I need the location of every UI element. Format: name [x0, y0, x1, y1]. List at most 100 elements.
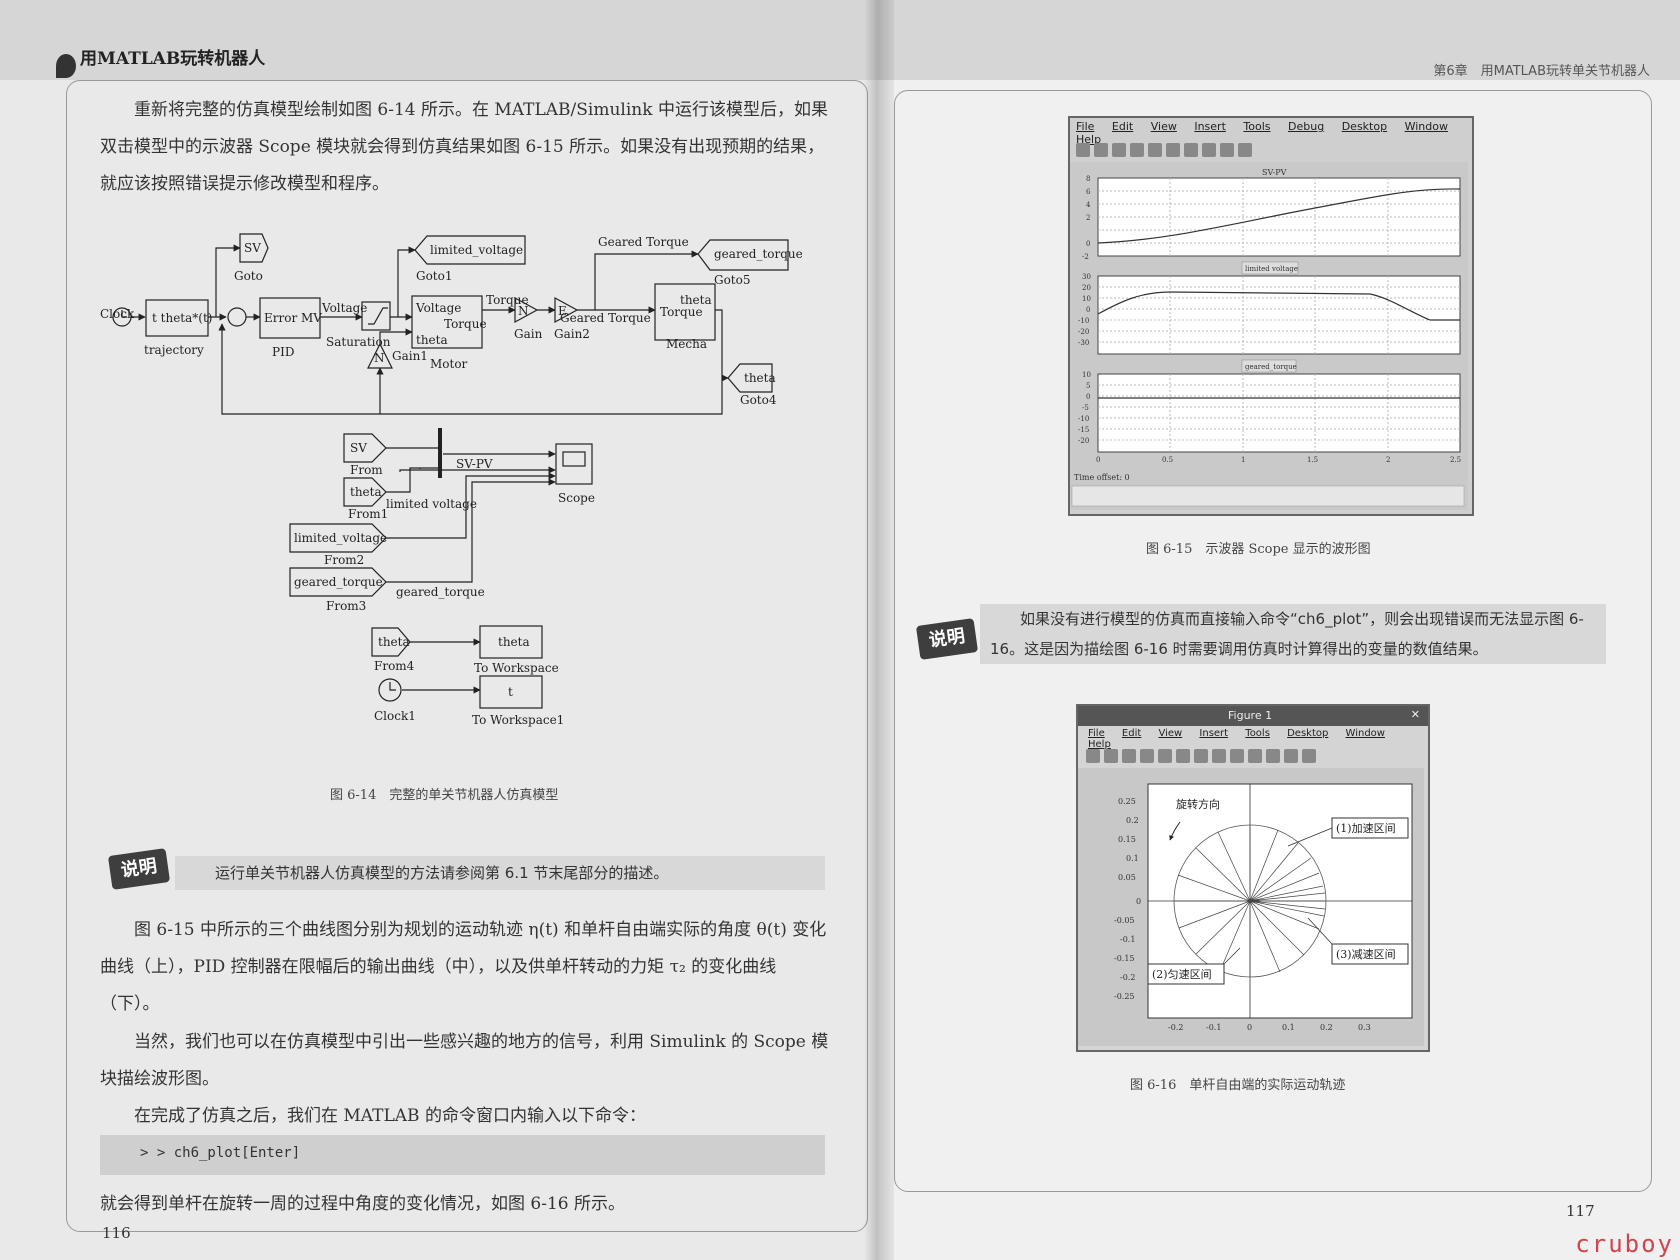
datacursor-icon[interactable] [1248, 749, 1262, 763]
ytick: -10 [1078, 317, 1089, 325]
scope-menu-file[interactable]: File [1076, 120, 1095, 133]
scope-menu-edit[interactable]: Edit [1111, 120, 1134, 133]
figure1-window: Figure 1 ✕ File Edit View Insert Tools D… [1076, 704, 1430, 1052]
label-gain1-symbol: N [374, 351, 385, 365]
paragraph-4: 在完成了仿真之后，我们在 MATLAB 的命令窗口内输入以下命令： [134, 1106, 646, 1126]
ytick: 0 [1136, 897, 1141, 906]
close-icon[interactable]: ✕ [1410, 708, 1420, 721]
signal-select-icon[interactable] [1238, 143, 1252, 157]
fig-menu-edit[interactable]: Edit [1121, 728, 1142, 739]
ytick: -5 [1082, 404, 1089, 412]
label-gain-symbol: N [518, 304, 529, 318]
label-gain: Gain [514, 327, 543, 341]
label-mecha: Mecha [666, 337, 707, 351]
zoom-y-icon[interactable] [1148, 143, 1162, 157]
scope-menu-window[interactable]: Window [1404, 120, 1448, 133]
scope-menu-desktop[interactable]: Desktop [1341, 120, 1388, 133]
ytick: -20 [1078, 437, 1089, 445]
rotate-icon[interactable] [1230, 749, 1244, 763]
label-motor: Motor [430, 357, 468, 371]
ytick: 10 [1082, 371, 1091, 379]
code-command: > > ch6_plot[Enter] [140, 1145, 301, 1161]
label-from: From [350, 463, 383, 477]
legend-icon[interactable] [1302, 749, 1316, 763]
new-icon[interactable] [1086, 749, 1100, 763]
zoom-x-icon[interactable] [1130, 143, 1144, 157]
save-axes-icon[interactable] [1184, 143, 1198, 157]
print-icon[interactable] [1140, 749, 1154, 763]
right-note-band [980, 604, 1606, 664]
uniform-label: (2)匀速区间 [1152, 968, 1212, 981]
ytick: -0.15 [1114, 954, 1135, 963]
pan-icon[interactable] [1212, 749, 1226, 763]
brush-icon[interactable] [1266, 749, 1280, 763]
scope-menu-view[interactable]: View [1150, 120, 1177, 133]
fig-menu-window[interactable]: Window [1345, 728, 1385, 739]
xtick: 2 [1386, 456, 1390, 464]
label-from-lv: limited_voltage [294, 531, 387, 545]
fig-menu-insert[interactable]: Insert [1199, 728, 1229, 739]
scope-menu-insert[interactable]: Insert [1194, 120, 1226, 133]
colorbar-icon[interactable] [1284, 749, 1298, 763]
scope-menu-tools[interactable]: Tools [1243, 120, 1271, 133]
scope-menu-debug[interactable]: Debug [1288, 120, 1325, 133]
from1-theta [343, 477, 387, 507]
book-logo-icon [56, 54, 76, 78]
figure1-toolbar [1084, 746, 1428, 768]
ytick: 0.2 [1126, 816, 1139, 825]
left-header-band [0, 0, 878, 80]
paragraph-1: 重新将完整的仿真模型绘制如图 6-14 所示。在 MATLAB/Simulink… [100, 100, 828, 194]
ytick: -0.2 [1120, 973, 1135, 982]
fig-menu-help[interactable]: Help [1088, 739, 1111, 750]
from4-theta [371, 627, 411, 657]
autoscale-icon[interactable] [1166, 143, 1180, 157]
fig-menu-file[interactable]: File [1088, 728, 1105, 739]
fig-menu-tools[interactable]: Tools [1245, 728, 1270, 739]
right-page-frame [894, 90, 1652, 1192]
open-icon[interactable] [1104, 749, 1118, 763]
right-note-text: 如果没有进行模型的仿真而直接输入命令“ch6_plot”，则会出现错误而无法显示… [990, 610, 1584, 658]
figure1-menu-bar: File Edit View Insert Tools Desktop Wind… [1088, 728, 1428, 750]
ytick: 4 [1086, 201, 1091, 209]
right-header-chapter: 第6章 用MATLAB玩转单关节机器人 [1433, 64, 1650, 79]
ytick: 0.25 [1118, 797, 1136, 806]
fig-menu-view[interactable]: View [1158, 728, 1183, 739]
gain-block [514, 296, 539, 324]
label-to-workspace: To Workspace [474, 661, 559, 675]
sum-block [227, 307, 247, 327]
watermark: cruboy [1575, 1230, 1674, 1258]
to-workspace-block [479, 625, 543, 659]
scope-plot-sv-pv: SV-PV 8 6 4 2 0 -2 [1082, 168, 1461, 261]
trajectory-xticks: -0.2 -0.1 0 0.1 0.2 0.3 [1168, 1023, 1371, 1032]
label-scope: Scope [558, 491, 595, 505]
zoom-out-icon[interactable] [1194, 749, 1208, 763]
pointer-icon[interactable] [1158, 749, 1172, 763]
to-workspace1-block [479, 675, 543, 709]
ytick: 0.05 [1118, 873, 1136, 882]
params-icon[interactable] [1094, 143, 1108, 157]
xtick: 0.1 [1282, 1023, 1295, 1032]
scope-window: File Edit View Insert Tools Debug Deskto… [1068, 116, 1474, 516]
xtick: 0.5 [1162, 456, 1173, 464]
goto1-limited-voltage [414, 235, 526, 265]
label-goto1: Goto1 [416, 269, 453, 283]
scope-menu-bar: File Edit View Insert Tools Debug Deskto… [1076, 120, 1472, 146]
label-motor-out-torque: Torque [444, 317, 487, 331]
restore-axes-icon[interactable] [1202, 143, 1216, 157]
save-icon[interactable] [1122, 749, 1136, 763]
scope-menu-help[interactable]: Help [1076, 133, 1102, 146]
lock-icon[interactable] [1220, 143, 1234, 157]
zoom-in-icon[interactable] [1176, 749, 1190, 763]
scope-plot-limited-voltage: limited voltage 30 20 10 0 -10 -20 -30 [1078, 261, 1461, 355]
label-from2: From2 [324, 553, 364, 567]
label-gain2-symbol: E [558, 304, 567, 318]
zoom-in-icon[interactable] [1112, 143, 1126, 157]
book-gutter [864, 0, 894, 1260]
label-to-workspace1: To Workspace1 [472, 713, 564, 727]
fig-menu-desktop[interactable]: Desktop [1287, 728, 1329, 739]
ytick: 0.1 [1126, 854, 1139, 863]
xtick: 1 [1241, 456, 1245, 464]
figure1-title: Figure 1 [1228, 709, 1273, 722]
print-icon[interactable] [1076, 143, 1090, 157]
scope-time-offset: Time offset: 0 [1074, 473, 1130, 482]
